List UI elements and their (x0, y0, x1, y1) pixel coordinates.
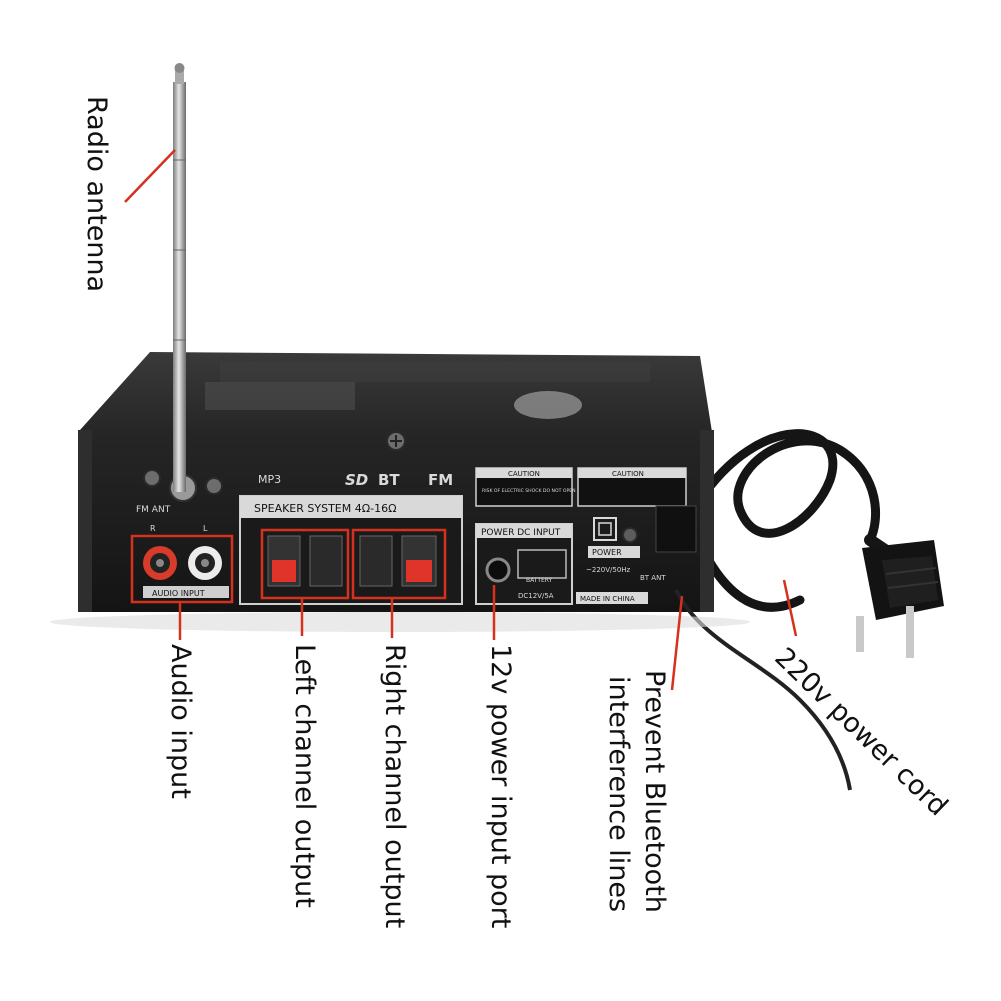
power-plug (856, 540, 944, 658)
label-prevent-bluetooth-line2: interference lines (603, 676, 634, 913)
bt-logo: BT (378, 471, 400, 489)
callout-line-antenna (124, 149, 176, 203)
bt-ant-text: BT ANT (640, 574, 666, 582)
power-text: POWER (592, 548, 622, 557)
audio-input-jacks (130, 534, 234, 604)
ac-rating-text: ~220V/50Hz (586, 566, 631, 574)
power-dc-input-block (475, 523, 573, 605)
audio-input-tag: AUDIO INPUT (152, 589, 205, 598)
caution-2-title: CAUTION (612, 470, 644, 478)
fm-logo: FM (428, 471, 453, 489)
amplifier-top (80, 352, 712, 432)
radio-antenna (173, 63, 186, 492)
callout-lines (124, 149, 798, 691)
label-left-channel-output: Left channel output (289, 644, 320, 908)
channel-l-text: L (203, 524, 208, 533)
label-right-channel-output: Right channel output (379, 644, 410, 929)
channel-r-text: R (150, 524, 156, 533)
speaker-system-text: SPEAKER SYSTEM 4Ω-16Ω (254, 502, 397, 515)
caution-labels (475, 467, 687, 507)
speaker-terminal-block (239, 495, 463, 605)
label-audio-input: Audio input (165, 644, 196, 799)
ac-power-area (576, 505, 697, 604)
label-prevent-bluetooth-line1: Prevent Bluetooth (639, 670, 670, 913)
sd-logo: SD (345, 471, 368, 489)
mp3-logo: MP3 (258, 473, 281, 486)
label-power-input-port: 12v power input port (485, 644, 516, 929)
caution-1-text: RISK OF ELECTRIC SHOCK DO NOT OPEN (482, 488, 576, 494)
power-dc-input-text: POWER DC INPUT (481, 528, 561, 538)
callout-line-bt (670, 595, 684, 691)
dc-rating-text: DC12V/5A (518, 592, 554, 600)
label-radio-antenna: Radio antenna (81, 96, 112, 293)
battery-text: BATTERY (526, 577, 553, 584)
fm-ant-text: FM ANT (136, 505, 171, 515)
made-in-text: MADE IN CHINA (580, 595, 635, 603)
caution-1-title: CAUTION (508, 470, 540, 478)
callout-line-cord (782, 579, 798, 637)
